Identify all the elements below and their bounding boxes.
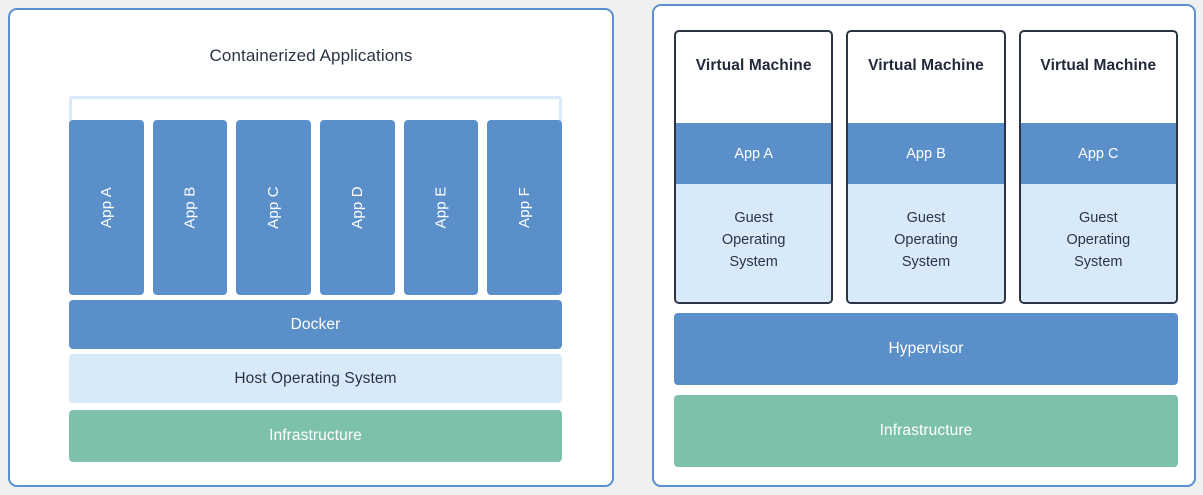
- vm-app-band: App C: [1020, 123, 1176, 184]
- page-title: Containerized Applications: [209, 46, 413, 65]
- guest-os-line: Guest: [1078, 209, 1118, 226]
- guest-os-line: Guest: [906, 209, 946, 226]
- app-box-c[interactable]: App C: [236, 120, 312, 295]
- guest-os-line: System: [729, 254, 778, 271]
- vm-guest-os-band: Guest Operating System: [1020, 184, 1176, 302]
- app-box-label: App E: [432, 186, 450, 229]
- applications-bracket: [69, 96, 562, 122]
- vm-guest-os-band: Guest Operating System: [676, 184, 832, 302]
- vm-app-band: App B: [848, 123, 1004, 184]
- docker-layer-bar[interactable]: Docker: [69, 300, 562, 349]
- vm-title: Virtual Machine: [868, 57, 984, 74]
- infrastructure-layer-bar-right[interactable]: Infrastructure: [674, 395, 1178, 467]
- app-box-f[interactable]: App F: [487, 120, 563, 295]
- app-box-label: App D: [348, 186, 366, 229]
- host-operating-system-layer-bar[interactable]: Host Operating System: [69, 354, 562, 403]
- guest-os-line: Operating: [1066, 231, 1131, 248]
- vm-app-band: App A: [676, 123, 832, 184]
- app-box-label: App B: [181, 186, 199, 229]
- containerized-applications-panel: Containerized Applications App A App B A…: [8, 8, 614, 487]
- app-box-label: App A: [97, 186, 115, 229]
- application-columns: App A App B App C App D App E App F: [69, 120, 563, 295]
- vm-title: Virtual Machine: [1040, 57, 1157, 74]
- guest-os-line: System: [901, 254, 951, 271]
- virtual-machines-panel: Virtual Machine App A Guest Operating Sy…: [652, 4, 1196, 487]
- vm-title: Virtual Machine: [695, 57, 812, 74]
- guest-os-line: System: [1074, 254, 1123, 271]
- virtual-machine-card-3[interactable]: Virtual Machine App C Guest Operating Sy…: [1018, 30, 1178, 304]
- app-box-e[interactable]: App E: [403, 120, 479, 295]
- virtual-machine-cards: Virtual Machine App A Guest Operating Sy…: [674, 30, 1178, 304]
- hypervisor-layer-bar[interactable]: Hypervisor: [674, 313, 1178, 385]
- app-box-label: App F: [516, 186, 534, 229]
- app-box-label: App C: [265, 186, 283, 229]
- guest-os-line: Guest: [734, 209, 773, 226]
- app-box-b[interactable]: App B: [152, 120, 228, 295]
- vm-guest-os-band: Guest Operating System: [848, 184, 1004, 302]
- guest-os-line: Operating: [894, 231, 958, 248]
- app-box-a[interactable]: App A: [69, 120, 144, 295]
- virtual-machine-card-1[interactable]: Virtual Machine App A Guest Operating Sy…: [674, 30, 834, 304]
- guest-os-line: Operating: [721, 231, 786, 248]
- app-box-d[interactable]: App D: [320, 120, 395, 295]
- virtual-machine-card-2[interactable]: Virtual Machine App B Guest Operating Sy…: [846, 30, 1006, 304]
- infrastructure-layer-bar-left[interactable]: Infrastructure: [69, 410, 562, 462]
